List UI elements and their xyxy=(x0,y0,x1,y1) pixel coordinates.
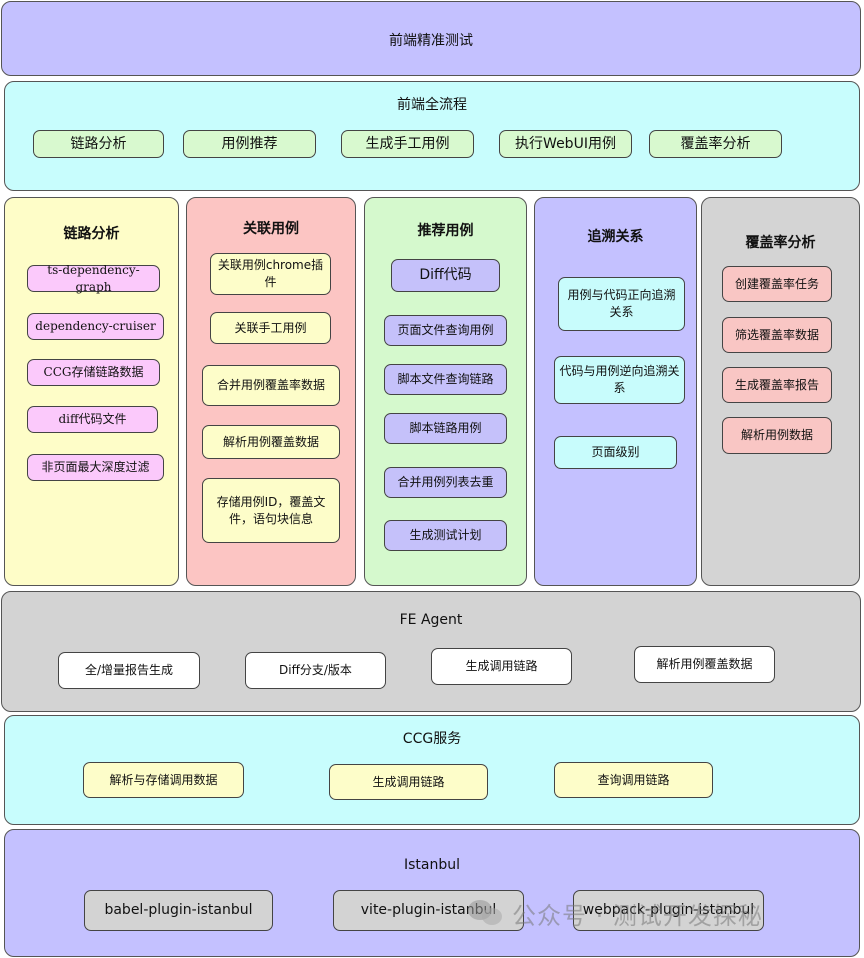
ccg-item: 解析与存储调用数据 xyxy=(83,762,244,798)
istanbul-item: vite-plugin-istanbul xyxy=(333,890,524,931)
agent-item: 全/增量报告生成 xyxy=(58,652,200,689)
flow-item-manual: 生成手工用例 xyxy=(341,130,474,158)
istanbul-item: webpack-plugin-istanbul xyxy=(573,890,764,931)
link-item: ts-dependency-graph xyxy=(27,263,160,294)
assoc-item: 合并用例覆盖率数据 xyxy=(202,365,340,406)
agent-item: 生成调用链路 xyxy=(431,648,572,685)
link-item: dependency-cruiser xyxy=(27,313,164,340)
column-coverage-title: 覆盖率分析 xyxy=(745,235,816,251)
assoc-item: 关联用例chrome插件 xyxy=(210,253,331,295)
coverage-item: 创建覆盖率任务 xyxy=(722,266,832,302)
flow-title: 前端全流程 xyxy=(397,97,467,113)
istanbul-item: babel-plugin-istanbul xyxy=(84,890,273,931)
column-trace-title: 追溯关系 xyxy=(587,229,644,245)
column-link: 链路分析 ts-dependency-graph dependency-crui… xyxy=(4,197,179,586)
trace-item: 代码与用例逆向追溯关系 xyxy=(554,356,685,404)
recommend-item: 脚本文件查询链路 xyxy=(384,364,507,395)
recommend-item: 生成测试计划 xyxy=(384,520,507,551)
istanbul-band: Istanbul babel-plugin-istanbul vite-plug… xyxy=(4,829,860,957)
flow-item-coverage: 覆盖率分析 xyxy=(649,130,782,158)
coverage-item: 解析用例数据 xyxy=(722,417,832,454)
assoc-item: 解析用例覆盖数据 xyxy=(202,425,340,459)
agent-item: 解析用例覆盖数据 xyxy=(634,646,775,683)
ccg-band: CCG服务 解析与存储调用数据 生成调用链路 查询调用链路 xyxy=(4,715,860,825)
top-band: 前端精准测试 xyxy=(1,1,861,76)
link-item: diff代码文件 xyxy=(27,406,158,433)
assoc-item: 关联手工用例 xyxy=(210,312,331,344)
agent-band: FE Agent 全/增量报告生成 Diff分支/版本 生成调用链路 解析用例覆… xyxy=(1,591,861,712)
flow-item-recommend: 用例推荐 xyxy=(183,130,316,158)
coverage-item: 生成覆盖率报告 xyxy=(722,367,832,403)
flow-item-webui: 执行WebUI用例 xyxy=(499,130,632,158)
ccg-title: CCG服务 xyxy=(402,731,462,747)
trace-item: 用例与代码正向追溯关系 xyxy=(558,277,685,331)
link-item: 非页面最大深度过滤 xyxy=(27,454,164,481)
column-recommend: 推荐用例 Diff代码 页面文件查询用例 脚本文件查询链路 脚本链路用例 合并用… xyxy=(364,197,527,586)
istanbul-title: Istanbul xyxy=(403,857,460,873)
column-link-title: 链路分析 xyxy=(63,226,120,242)
recommend-item: 页面文件查询用例 xyxy=(384,315,507,346)
column-trace: 追溯关系 用例与代码正向追溯关系 代码与用例逆向追溯关系 页面级别 xyxy=(534,197,697,586)
trace-item: 页面级别 xyxy=(554,436,677,469)
flow-band: 前端全流程 链路分析 用例推荐 生成手工用例 执行WebUI用例 覆盖率分析 xyxy=(4,81,860,191)
ccg-item: 查询调用链路 xyxy=(554,762,713,798)
assoc-item: 存储用例ID，覆盖文件，语句块信息 xyxy=(202,478,340,543)
coverage-item: 筛选覆盖率数据 xyxy=(722,317,832,353)
agent-item: Diff分支/版本 xyxy=(245,652,386,689)
recommend-item: Diff代码 xyxy=(391,259,500,292)
column-assoc-title: 关联用例 xyxy=(243,221,299,237)
column-coverage: 覆盖率分析 创建覆盖率任务 筛选覆盖率数据 生成覆盖率报告 解析用例数据 xyxy=(701,197,860,586)
column-recommend-title: 推荐用例 xyxy=(417,223,474,239)
column-assoc: 关联用例 关联用例chrome插件 关联手工用例 合并用例覆盖率数据 解析用例覆… xyxy=(186,197,356,586)
recommend-item: 合并用例列表去重 xyxy=(384,467,507,498)
flow-item-link: 链路分析 xyxy=(33,130,164,158)
ccg-item: 生成调用链路 xyxy=(329,764,488,800)
recommend-item: 脚本链路用例 xyxy=(384,413,507,444)
agent-title: FE Agent xyxy=(399,612,463,628)
link-item: CCG存储链路数据 xyxy=(27,359,160,386)
page-title: 前端精准测试 xyxy=(389,33,473,49)
